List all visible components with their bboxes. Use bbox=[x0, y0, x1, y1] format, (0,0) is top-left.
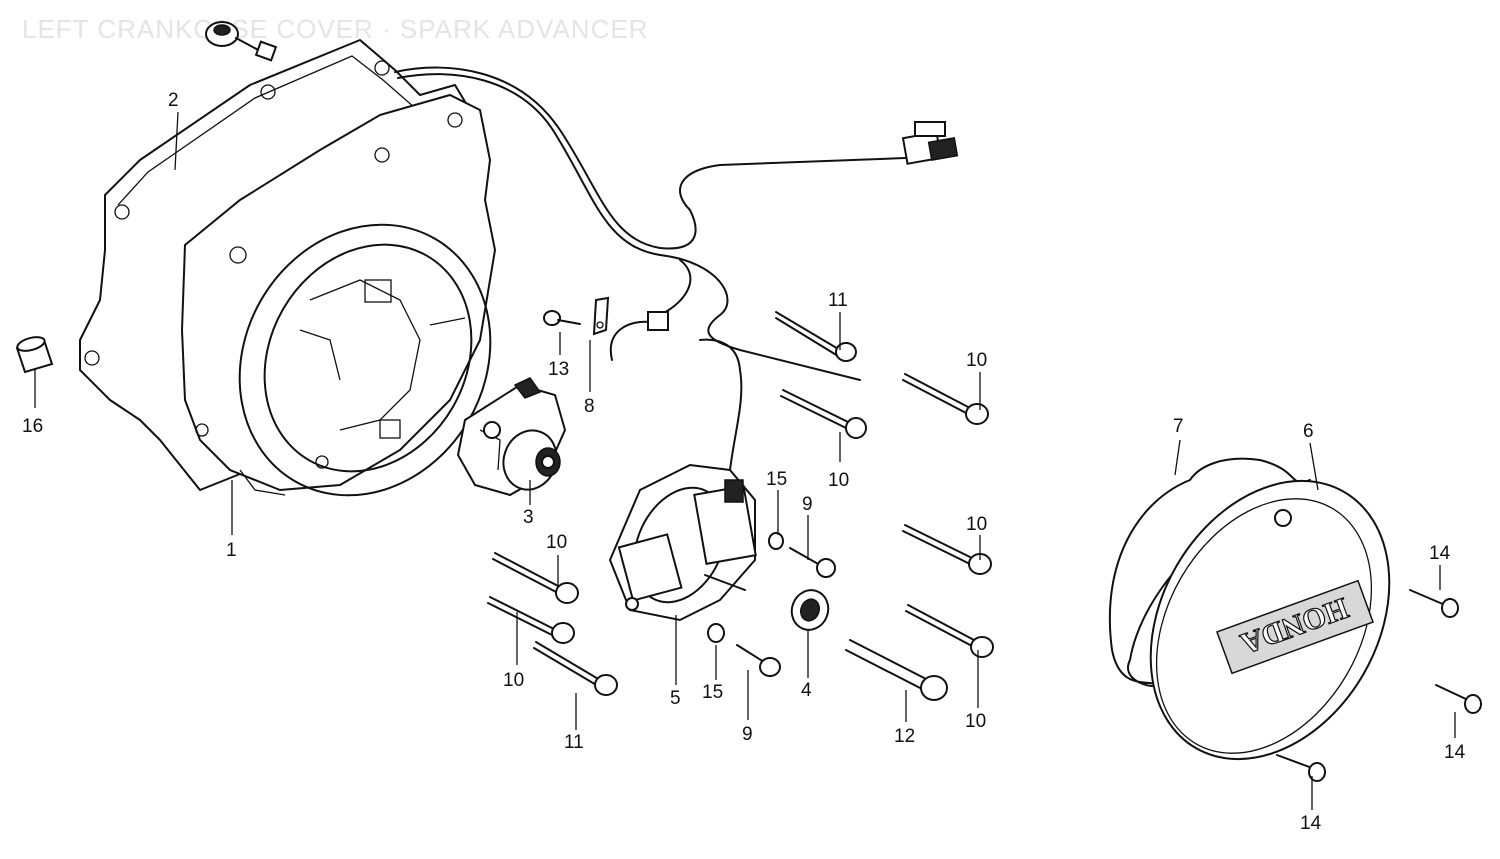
screw-part-13 bbox=[543, 310, 581, 326]
gasket-part-7 bbox=[1108, 457, 1311, 688]
callout-15-lower: 15 bbox=[702, 682, 723, 703]
callout-1: 1 bbox=[226, 540, 237, 561]
screws-part-14 bbox=[1276, 589, 1482, 782]
dowel-part-16 bbox=[15, 336, 54, 374]
callout-14-upper: 14 bbox=[1429, 543, 1451, 564]
callout-12: 12 bbox=[894, 726, 915, 747]
washer-part-15-upper bbox=[768, 532, 784, 550]
callout-9-lower: 9 bbox=[742, 724, 753, 745]
callout-7: 7 bbox=[1173, 416, 1184, 437]
bracket-part-8 bbox=[592, 296, 610, 336]
callout-9-upper: 9 bbox=[802, 494, 813, 515]
spark-advancer-part-3 bbox=[456, 377, 567, 497]
honda-cover-part-6: HONDA bbox=[1149, 479, 1391, 761]
callout-13: 13 bbox=[548, 359, 569, 380]
callout-6: 6 bbox=[1303, 421, 1314, 442]
callout-10-right-middle: 10 bbox=[966, 514, 987, 535]
callout-5: 5 bbox=[670, 688, 681, 709]
leader-lines bbox=[34, 111, 1456, 810]
washer-part-15-lower bbox=[707, 623, 725, 643]
callouts: 2 16 1 3 13 8 11 10 10 15 9 10 10 10 11 … bbox=[22, 90, 1466, 834]
callout-10-right-upper: 10 bbox=[966, 350, 987, 371]
callout-10-right-lower: 10 bbox=[965, 711, 986, 732]
callout-10-left-lower: 10 bbox=[503, 670, 524, 691]
callout-8: 8 bbox=[584, 396, 595, 417]
callout-11-lower: 11 bbox=[564, 732, 584, 753]
bolts bbox=[487, 311, 994, 701]
callout-10-middle: 10 bbox=[828, 470, 849, 491]
wire-grommet bbox=[205, 21, 278, 62]
callout-14-lower: 14 bbox=[1300, 813, 1322, 834]
callout-11-upper: 11 bbox=[828, 290, 848, 311]
diagram-title: LEFT CRANKCASE COVER · SPARK ADVANCER bbox=[22, 14, 649, 44]
callout-15-upper: 15 bbox=[766, 469, 787, 490]
callout-2: 2 bbox=[168, 90, 179, 111]
pulse-generator-part-5 bbox=[608, 311, 757, 622]
callout-3: 3 bbox=[523, 507, 534, 528]
nut-part-4 bbox=[790, 589, 830, 631]
callout-10-left-upper: 10 bbox=[546, 532, 567, 553]
callout-16: 16 bbox=[22, 416, 43, 437]
callout-4: 4 bbox=[801, 680, 812, 701]
callout-14-right: 14 bbox=[1444, 742, 1466, 763]
